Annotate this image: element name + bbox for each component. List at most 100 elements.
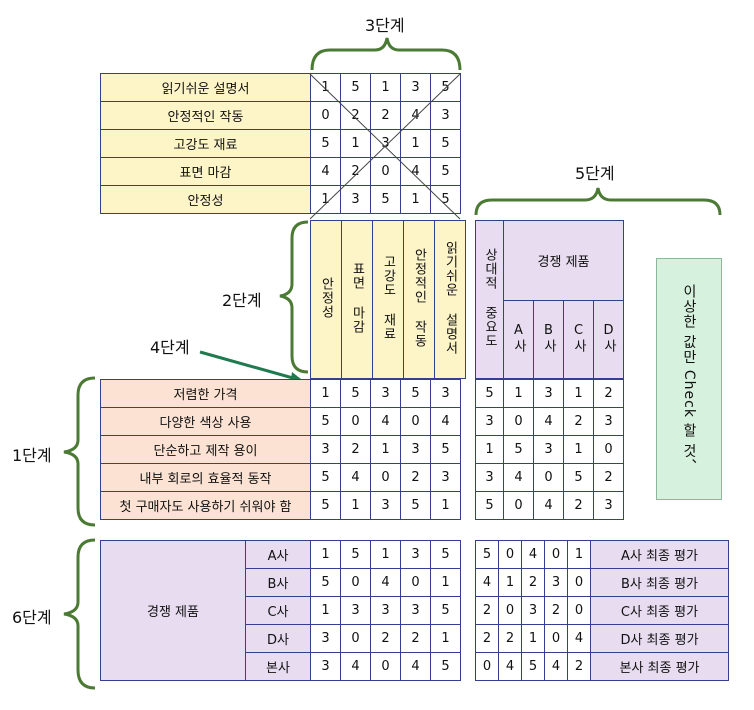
final-score-cell: 0 — [475, 652, 499, 681]
relationship-cell: 5 — [400, 379, 431, 408]
correlation-cell: 5 — [430, 129, 461, 158]
relationship-cell: 4 — [340, 463, 371, 492]
roof-row-label: 안정성 — [100, 185, 311, 214]
relationship-cell: 5 — [430, 435, 461, 464]
final-score-cell: 2 — [475, 596, 499, 625]
company-label: 본사 — [245, 652, 311, 681]
customer-requirement: 단순하고 제작 용이 — [100, 435, 311, 464]
competitor-header: D사 — [592, 300, 625, 379]
competitor-score-cell: 3 — [533, 379, 564, 408]
final-score-cell: 1 — [498, 568, 522, 597]
technical-score-cell: 0 — [340, 568, 371, 597]
relationship-cell: 2 — [400, 463, 431, 492]
competitor-score-cell: 1 — [503, 379, 534, 408]
technical-score-cell: 4 — [370, 568, 401, 597]
technical-score-cell: 3 — [400, 596, 431, 625]
correlation-cell: 1 — [310, 73, 341, 102]
correlation-cell: 4 — [400, 157, 431, 186]
relationship-cell: 2 — [340, 435, 371, 464]
correlation-cell: 5 — [430, 157, 461, 186]
importance-cell: 3 — [475, 463, 504, 492]
roof-row-label: 안정적인 작동 — [100, 101, 311, 130]
competitor-header-text: C사 — [571, 322, 586, 353]
note-text: 이상한 값만 Check 할 것、 — [681, 284, 697, 474]
technical-score-cell: 3 — [400, 540, 431, 569]
final-score-cell: 4 — [567, 624, 591, 653]
technical-score-cell: 5 — [430, 652, 461, 681]
step2-label: 2단계 — [222, 291, 262, 310]
relationship-cell: 1 — [370, 435, 401, 464]
technical-header-text: 고강도 재료 — [380, 254, 396, 341]
competitor-score-cell: 3 — [593, 407, 624, 436]
final-score-cell: 1 — [567, 540, 591, 569]
final-score-cell: 0 — [567, 596, 591, 625]
relationship-cell: 5 — [400, 491, 431, 520]
correlation-cell: 3 — [400, 73, 431, 102]
company-label: C사 — [245, 596, 311, 625]
correlation-cell: 2 — [340, 101, 371, 130]
technical-score-cell: 2 — [400, 624, 431, 653]
relationship-cell: 0 — [370, 463, 401, 492]
relationship-cell: 5 — [340, 379, 371, 408]
final-score-cell: 3 — [544, 568, 568, 597]
technical-score-cell: 4 — [340, 652, 371, 681]
competitor-score-cell: 1 — [563, 379, 594, 408]
roof-row-label: 고강도 재료 — [100, 129, 311, 158]
final-score-cell: 2 — [544, 596, 568, 625]
brace-step2 — [279, 220, 309, 374]
final-evaluation-label: B사 최종 평가 — [590, 568, 729, 597]
relationship-cell: 3 — [310, 435, 341, 464]
final-score-cell: 0 — [498, 596, 522, 625]
relationship-cell: 3 — [370, 491, 401, 520]
relationship-cell: 1 — [310, 379, 341, 408]
competitor-score-cell: 0 — [503, 407, 534, 436]
correlation-cell: 3 — [430, 101, 461, 130]
customer-requirement: 저렴한 가격 — [100, 379, 311, 408]
final-score-cell: 4 — [544, 652, 568, 681]
step5-label: 5단계 — [575, 164, 615, 183]
technical-score-cell: 3 — [370, 596, 401, 625]
technical-header-text: 읽기쉬운 설명서 — [442, 240, 458, 355]
competitor-score-cell: 0 — [593, 435, 624, 464]
technical-header: 읽기쉬운 설명서 — [434, 220, 466, 379]
competitor-score-cell: 5 — [503, 435, 534, 464]
relationship-cell: 1 — [430, 491, 461, 520]
importance-cell: 3 — [475, 407, 504, 436]
step3-label: 3단계 — [365, 16, 405, 35]
correlation-cell: 5 — [430, 185, 461, 214]
relationship-cell: 4 — [370, 407, 401, 436]
technical-score-cell: 1 — [310, 540, 341, 569]
correlation-cell: 3 — [370, 129, 401, 158]
technical-score-cell: 3 — [310, 624, 341, 653]
company-label: B사 — [245, 568, 311, 597]
relationship-cell: 0 — [340, 407, 371, 436]
relationship-cell: 3 — [400, 435, 431, 464]
final-score-cell: 5 — [475, 540, 499, 569]
relationship-cell: 5 — [310, 407, 341, 436]
competitor-score-cell: 0 — [503, 491, 534, 520]
technical-score-cell: 1 — [310, 596, 341, 625]
final-score-cell: 0 — [498, 540, 522, 569]
importance-cell: 5 — [475, 491, 504, 520]
technical-header: 안정성 — [310, 220, 342, 379]
final-score-cell: 3 — [521, 596, 545, 625]
technical-header-text: 안정성 — [318, 276, 334, 319]
final-score-cell: 4 — [521, 540, 545, 569]
competitor-score-cell: 4 — [533, 491, 564, 520]
